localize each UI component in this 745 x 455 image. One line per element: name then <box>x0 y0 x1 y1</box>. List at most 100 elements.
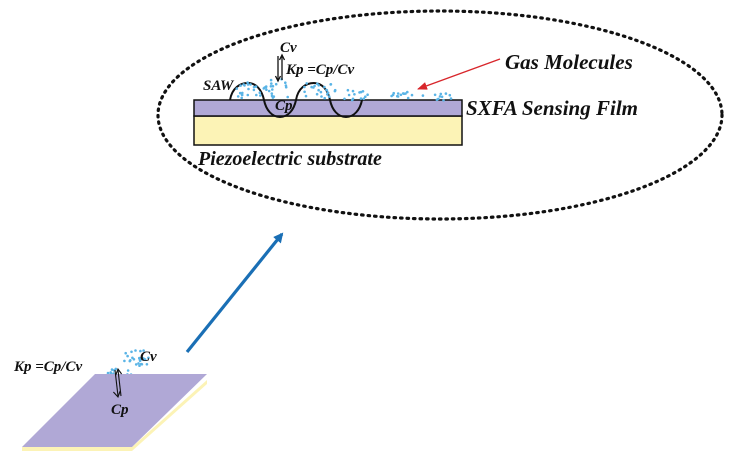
gas-molecule-dot <box>239 84 242 87</box>
gas-molecule-dot <box>353 93 356 96</box>
gas-molecule-dot <box>147 356 150 360</box>
gas-molecule-dot <box>235 87 239 90</box>
gas-molecule-dot <box>265 88 268 91</box>
zoom-arrow <box>185 232 284 354</box>
gas-molecule-dot <box>240 96 243 100</box>
gas-molecule-dot <box>142 349 145 352</box>
gas-molecule-dot <box>313 84 316 88</box>
gas-molecule-dot <box>247 87 250 91</box>
gas-molecule-dot <box>343 97 346 101</box>
gas-molecule-dot <box>396 95 400 98</box>
gas-molecule-dot <box>236 95 240 98</box>
gas-molecule-dot <box>269 78 273 82</box>
kp-formula-bottom: Kp =Cp/Cv <box>13 359 82 375</box>
gas-molecule-dot <box>351 89 355 93</box>
zoom-ellipse <box>156 9 724 221</box>
gas-molecule-dot <box>323 85 326 89</box>
gas-molecule-dot <box>439 92 443 96</box>
cv-label-bottom: Cv <box>140 349 157 365</box>
gas-molecule-dot <box>449 97 453 100</box>
gas-molecule-dot <box>252 85 256 89</box>
gas-molecule-dot <box>243 84 246 87</box>
gas-molecule-dot <box>404 92 407 95</box>
gas-molecule-dot <box>240 93 244 97</box>
gas-molecule-dot <box>246 93 250 97</box>
gas-molecule-dot <box>138 358 142 362</box>
gas-molecule-dot <box>241 91 244 95</box>
gas-molecule-dot <box>270 92 274 95</box>
gas-molecule-dot <box>406 90 409 94</box>
gas-molecule-dot <box>433 93 437 97</box>
gas-molecule-dot <box>325 89 329 92</box>
piezoelectric-substrate <box>193 115 463 146</box>
gas-molecule-dot <box>327 95 331 98</box>
gas-molecule-dot <box>351 97 355 101</box>
gas-molecule-dot <box>129 359 132 362</box>
gas-molecule-dot <box>267 89 271 93</box>
gas-molecule-dot <box>346 88 350 92</box>
gas-molecule-dot <box>359 90 363 94</box>
gas-molecule-dot <box>284 85 288 89</box>
gas-molecule-dot <box>126 354 129 358</box>
gas-molecule-dot <box>271 88 274 91</box>
gas-molecule-dot <box>284 81 287 84</box>
gas-molecule-dot <box>262 87 266 90</box>
gas-molecule-dot <box>421 94 425 97</box>
gas-molecule-dot <box>320 95 323 98</box>
sensing-film-layer <box>193 99 463 117</box>
gas-molecule-dot <box>448 93 452 97</box>
gas-molecule-dot <box>145 363 149 366</box>
gas-molecule-dot <box>246 81 249 84</box>
gas-molecule-dot <box>329 83 333 86</box>
gas-molecule-dot <box>274 82 278 86</box>
gas-molecule-dot <box>139 362 143 366</box>
gas-molecule-dot <box>406 96 410 100</box>
exchange-arrows-bottom <box>112 367 123 399</box>
gas-molecule-dot <box>126 369 130 372</box>
gas-molecule-dot <box>304 94 308 98</box>
saw-label: SAW <box>203 78 235 94</box>
sensing-film-label: SXFA Sensing Film <box>466 96 638 120</box>
substrate-label: Piezoelectric substrate <box>197 148 382 170</box>
gas-molecule-dot <box>319 90 323 94</box>
gas-molecule-dot <box>272 95 276 98</box>
gas-molecules-arrow <box>417 58 501 90</box>
gas-molecule-dot <box>123 359 126 363</box>
gas-molecule-dot <box>254 85 258 88</box>
gas-molecule-dot <box>254 93 258 97</box>
gas-molecule-dot <box>364 95 367 98</box>
gas-molecule-dot <box>258 91 262 94</box>
gas-molecule-dot <box>438 95 442 98</box>
gas-molecule-dot <box>333 89 337 93</box>
gas-molecule-dot <box>410 93 414 97</box>
gas-molecule-dot <box>347 93 351 97</box>
gas-molecule-dot <box>139 349 142 353</box>
gas-molecule-dot <box>323 96 327 100</box>
gas-molecule-dot <box>391 93 395 97</box>
gas-molecule-dot <box>270 82 273 85</box>
gas-molecule-dot <box>130 350 133 354</box>
gas-molecule-dot <box>359 97 363 100</box>
gas-molecule-dot <box>399 93 403 97</box>
gas-molecule-dot <box>442 99 445 102</box>
gas-molecule-dot <box>249 83 252 86</box>
saw-wave <box>229 81 363 119</box>
gas-molecule-dot <box>326 93 329 96</box>
gas-molecule-dot <box>252 88 256 92</box>
gas-molecule-dot <box>134 349 137 352</box>
kp-formula-top: Kp =Cp/Cv <box>285 62 354 78</box>
gas-molecule-dot <box>132 358 136 361</box>
gas-molecule-dot <box>440 95 444 99</box>
gas-molecule-dot <box>316 82 319 85</box>
exchange-arrows-top <box>274 53 286 83</box>
gas-molecule-dot <box>238 91 242 95</box>
gas-molecule-dot <box>396 92 400 95</box>
cv-label-top: Cv <box>280 40 297 56</box>
plate-sensing-film <box>22 374 207 447</box>
gas-molecules-label: Gas Molecules <box>505 50 633 74</box>
gas-molecule-dot <box>137 362 140 365</box>
gas-molecule-dot <box>271 84 275 88</box>
gas-molecule-dot <box>362 97 366 100</box>
gas-molecules-dots <box>235 77 453 102</box>
gas-molecule-dot <box>269 85 273 88</box>
